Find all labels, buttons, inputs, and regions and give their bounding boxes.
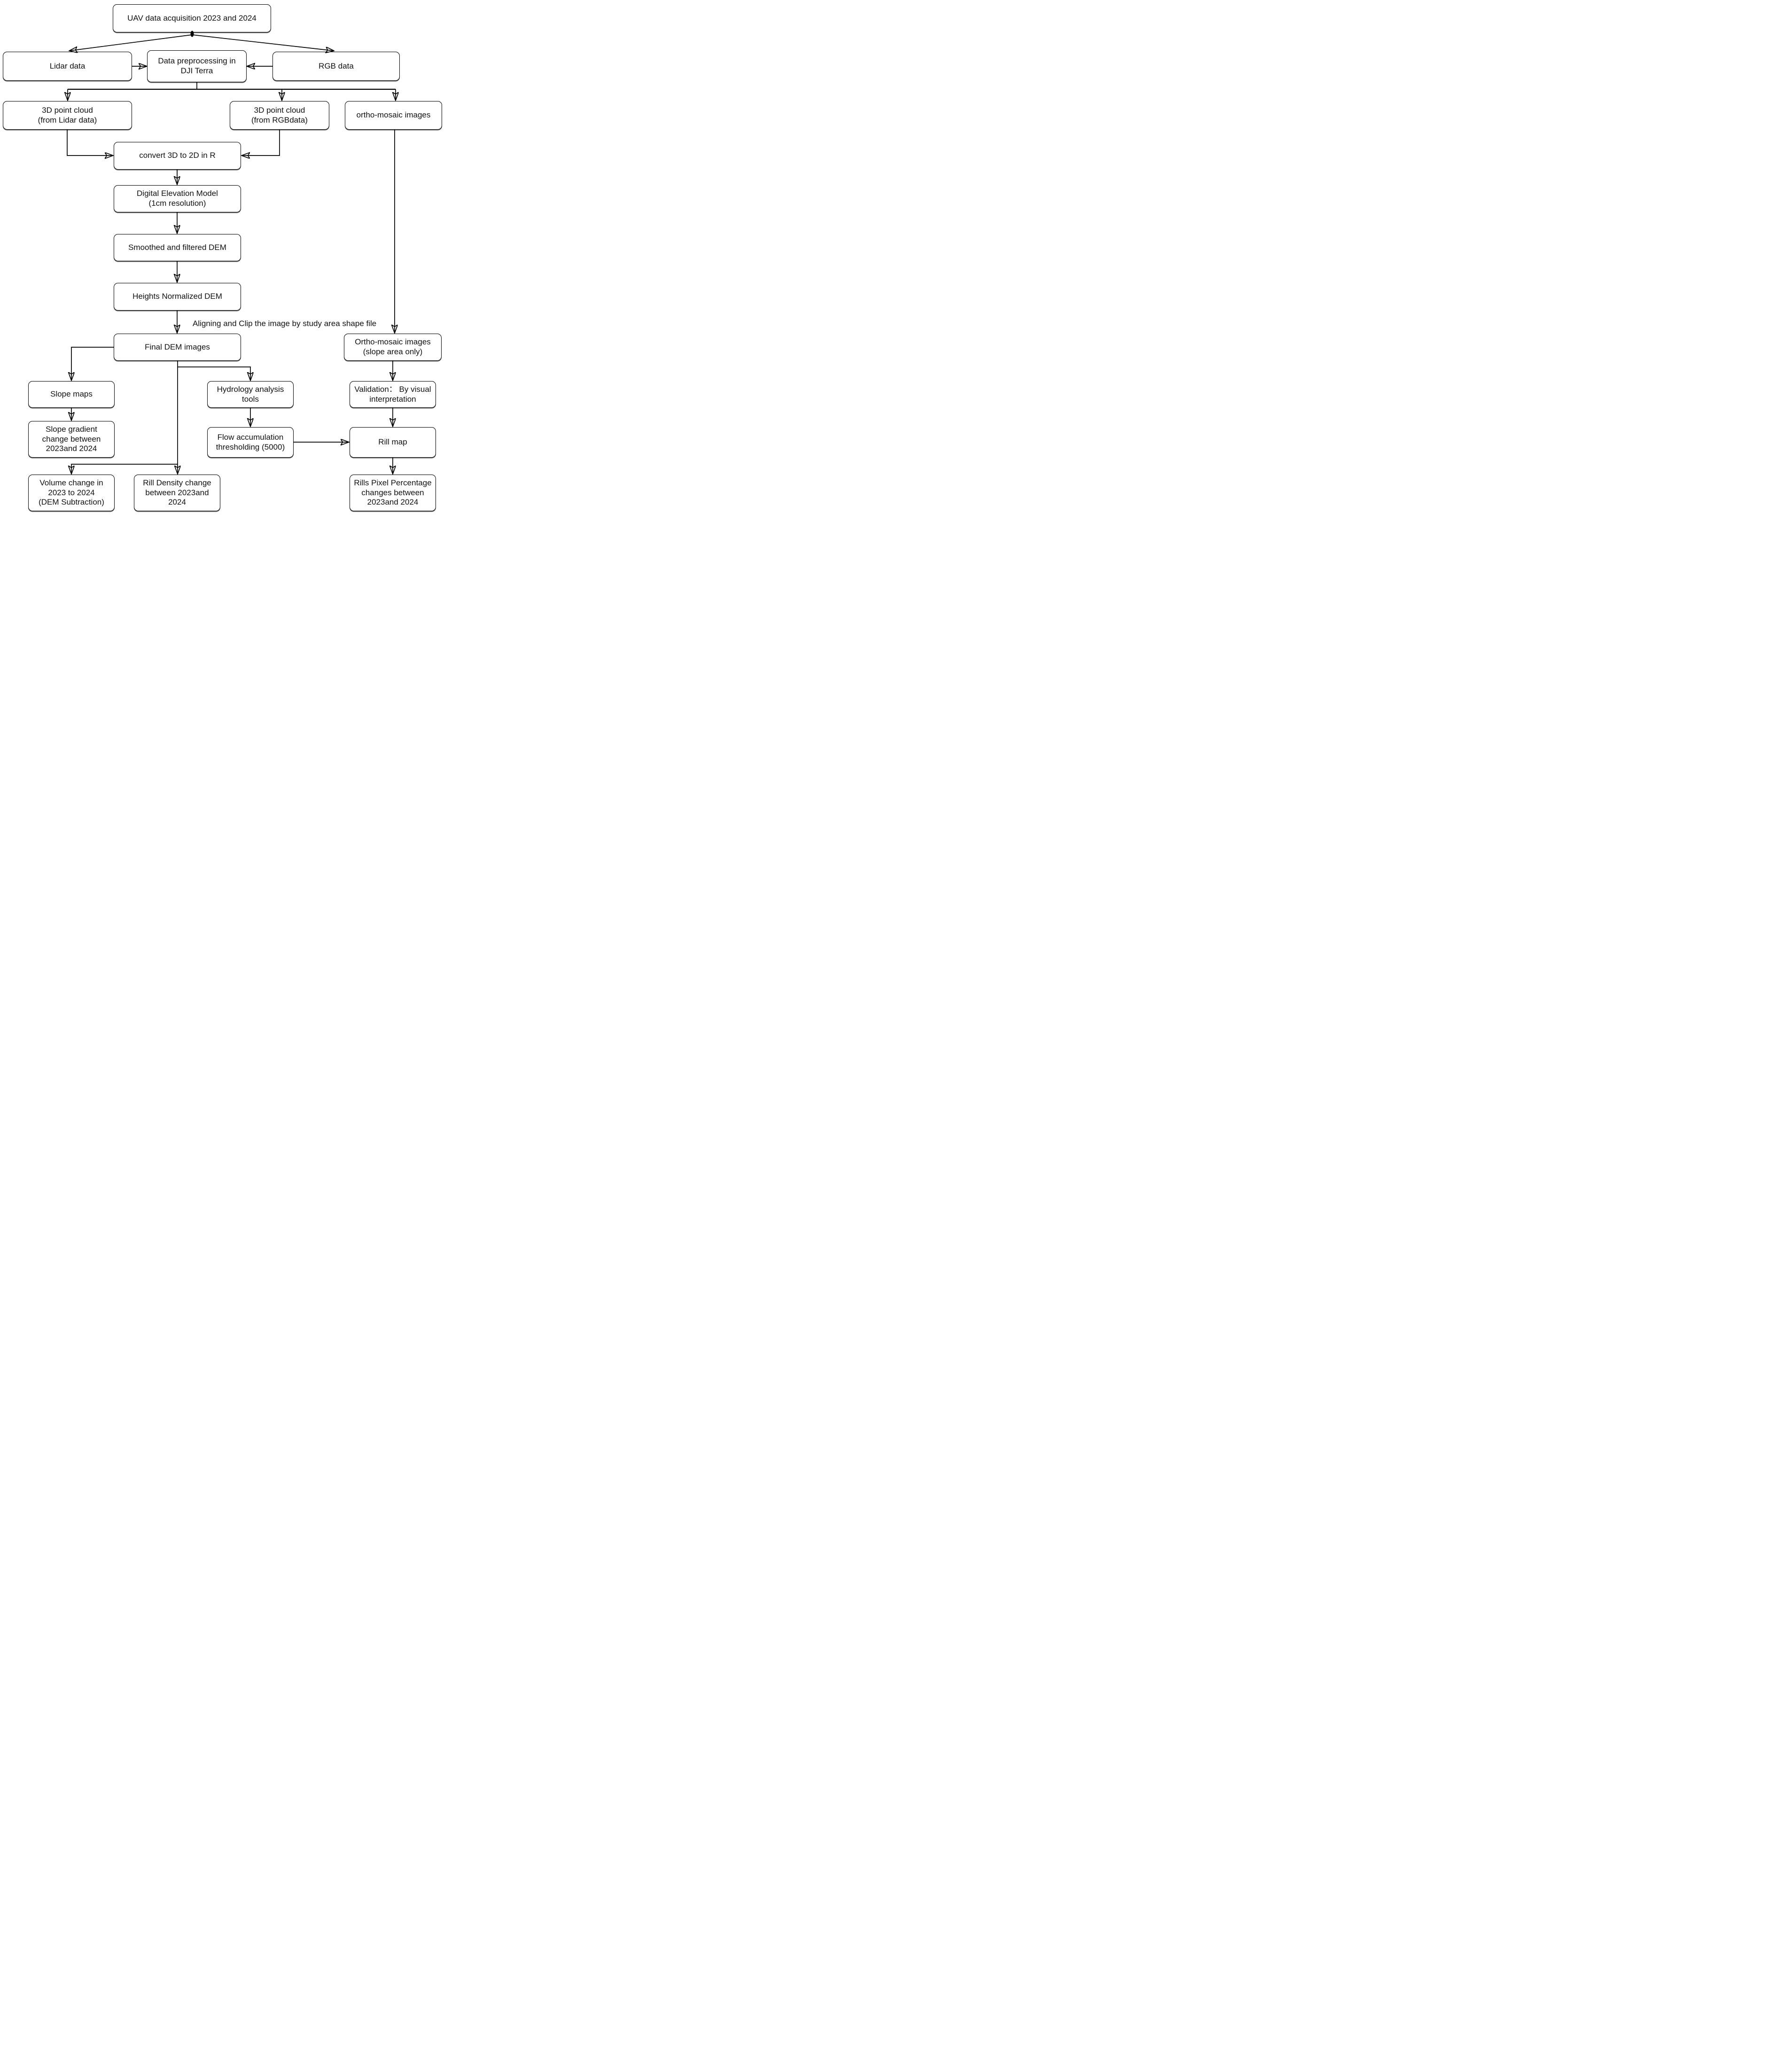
node-uav: UAV data acquisition 2023 and 2024 bbox=[113, 4, 271, 32]
node-smoothed: Smoothed and filtered DEM bbox=[114, 234, 241, 261]
node-lidar-data: Lidar data bbox=[3, 52, 132, 81]
edge-uav-to-rgb bbox=[192, 34, 334, 51]
node-rills-pixel: Rills Pixel Percentage changes between 2… bbox=[350, 475, 436, 511]
annotation-aligning-clip: Aligning and Clip the image by study are… bbox=[193, 319, 377, 328]
node-volume-change: Volume change in 2023 to 2024 (DEM Subtr… bbox=[28, 475, 115, 511]
node-flow-acc: Flow accumulation thresholding (5000) bbox=[207, 427, 294, 458]
node-cloud-rgb: 3D point cloud (from RGBdata) bbox=[230, 101, 329, 130]
edge-final-to-slopemaps bbox=[71, 347, 114, 380]
edge-uav-to-lidar bbox=[70, 34, 193, 51]
edge-cloudrgb-to-convert bbox=[242, 130, 280, 156]
edge-branch-to-hydrology bbox=[178, 366, 250, 380]
node-convert: convert 3D to 2D in R bbox=[114, 142, 241, 170]
node-rill-map: Rill map bbox=[350, 427, 436, 458]
node-ortho-slope: Ortho-mosaic images (slope area only) bbox=[344, 334, 442, 361]
node-rgb-data: RGB data bbox=[272, 52, 400, 81]
node-rill-density: Rill Density change between 2023and 2024 bbox=[134, 475, 220, 511]
node-dji-terra: Data preprocessing in DJI Terra bbox=[147, 50, 247, 82]
node-final-dem: Final DEM images bbox=[114, 334, 241, 361]
node-dem: Digital Elevation Model (1cm resolution) bbox=[114, 185, 241, 212]
edge-branch-to-volume bbox=[71, 464, 178, 474]
node-heights: Heights Normalized DEM bbox=[114, 283, 241, 311]
edge-cloudlidar-to-convert bbox=[67, 130, 113, 156]
node-hydrology: Hydrology analysis tools bbox=[207, 381, 294, 408]
node-ortho-mosaic: ortho-mosaic images bbox=[345, 101, 442, 130]
node-cloud-lidar: 3D point cloud (from Lidar data) bbox=[3, 101, 132, 130]
node-validation: Validation： By visual interpretation bbox=[350, 381, 436, 408]
node-slope-gradient: Slope gradient change between 2023and 20… bbox=[28, 421, 115, 458]
flowchart-canvas: Aligning and Clip the image by study are… bbox=[0, 0, 447, 518]
node-slope-maps: Slope maps bbox=[28, 381, 115, 408]
